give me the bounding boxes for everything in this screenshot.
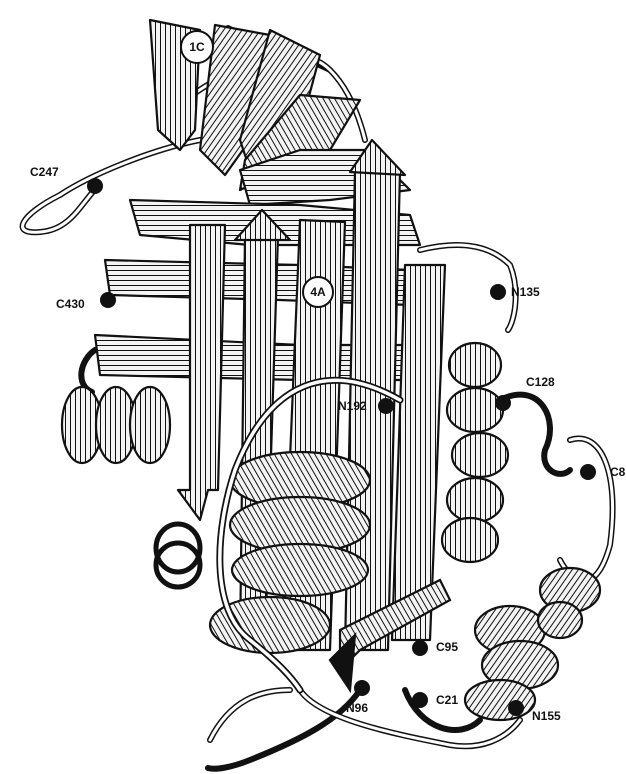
- marker-c430: [100, 292, 116, 308]
- svg-text:1C: 1C: [189, 40, 205, 54]
- lower-right-helices: [465, 568, 600, 720]
- label-c430: C430: [56, 297, 85, 311]
- marker-c8: [580, 464, 596, 480]
- marker-c21: [412, 692, 428, 708]
- label-c8: C8: [610, 465, 626, 479]
- label-c95: C95: [436, 640, 458, 654]
- label-c21: C21: [436, 693, 458, 707]
- svg-text:4A: 4A: [310, 285, 326, 299]
- left-helix: [62, 387, 170, 463]
- right-helices: [442, 343, 508, 562]
- marker-n96: [354, 680, 370, 696]
- label-c128: C128: [526, 375, 555, 389]
- label-n135: N135: [511, 285, 540, 299]
- marker-n192: [378, 398, 394, 414]
- marker-c247: [87, 178, 103, 194]
- marker-n155: [508, 700, 524, 716]
- small-helix-ring: [156, 524, 200, 587]
- marker-c95: [412, 640, 428, 656]
- label-c247: C247: [30, 165, 59, 179]
- label-n96: N96: [346, 701, 368, 715]
- domain-label-1c: 1C: [181, 31, 213, 63]
- marker-c128: [495, 395, 511, 411]
- label-n155: N155: [532, 709, 561, 723]
- label-n192: N192: [338, 399, 367, 413]
- marker-n135: [490, 284, 506, 300]
- domain-label-4a: 4A: [303, 277, 333, 307]
